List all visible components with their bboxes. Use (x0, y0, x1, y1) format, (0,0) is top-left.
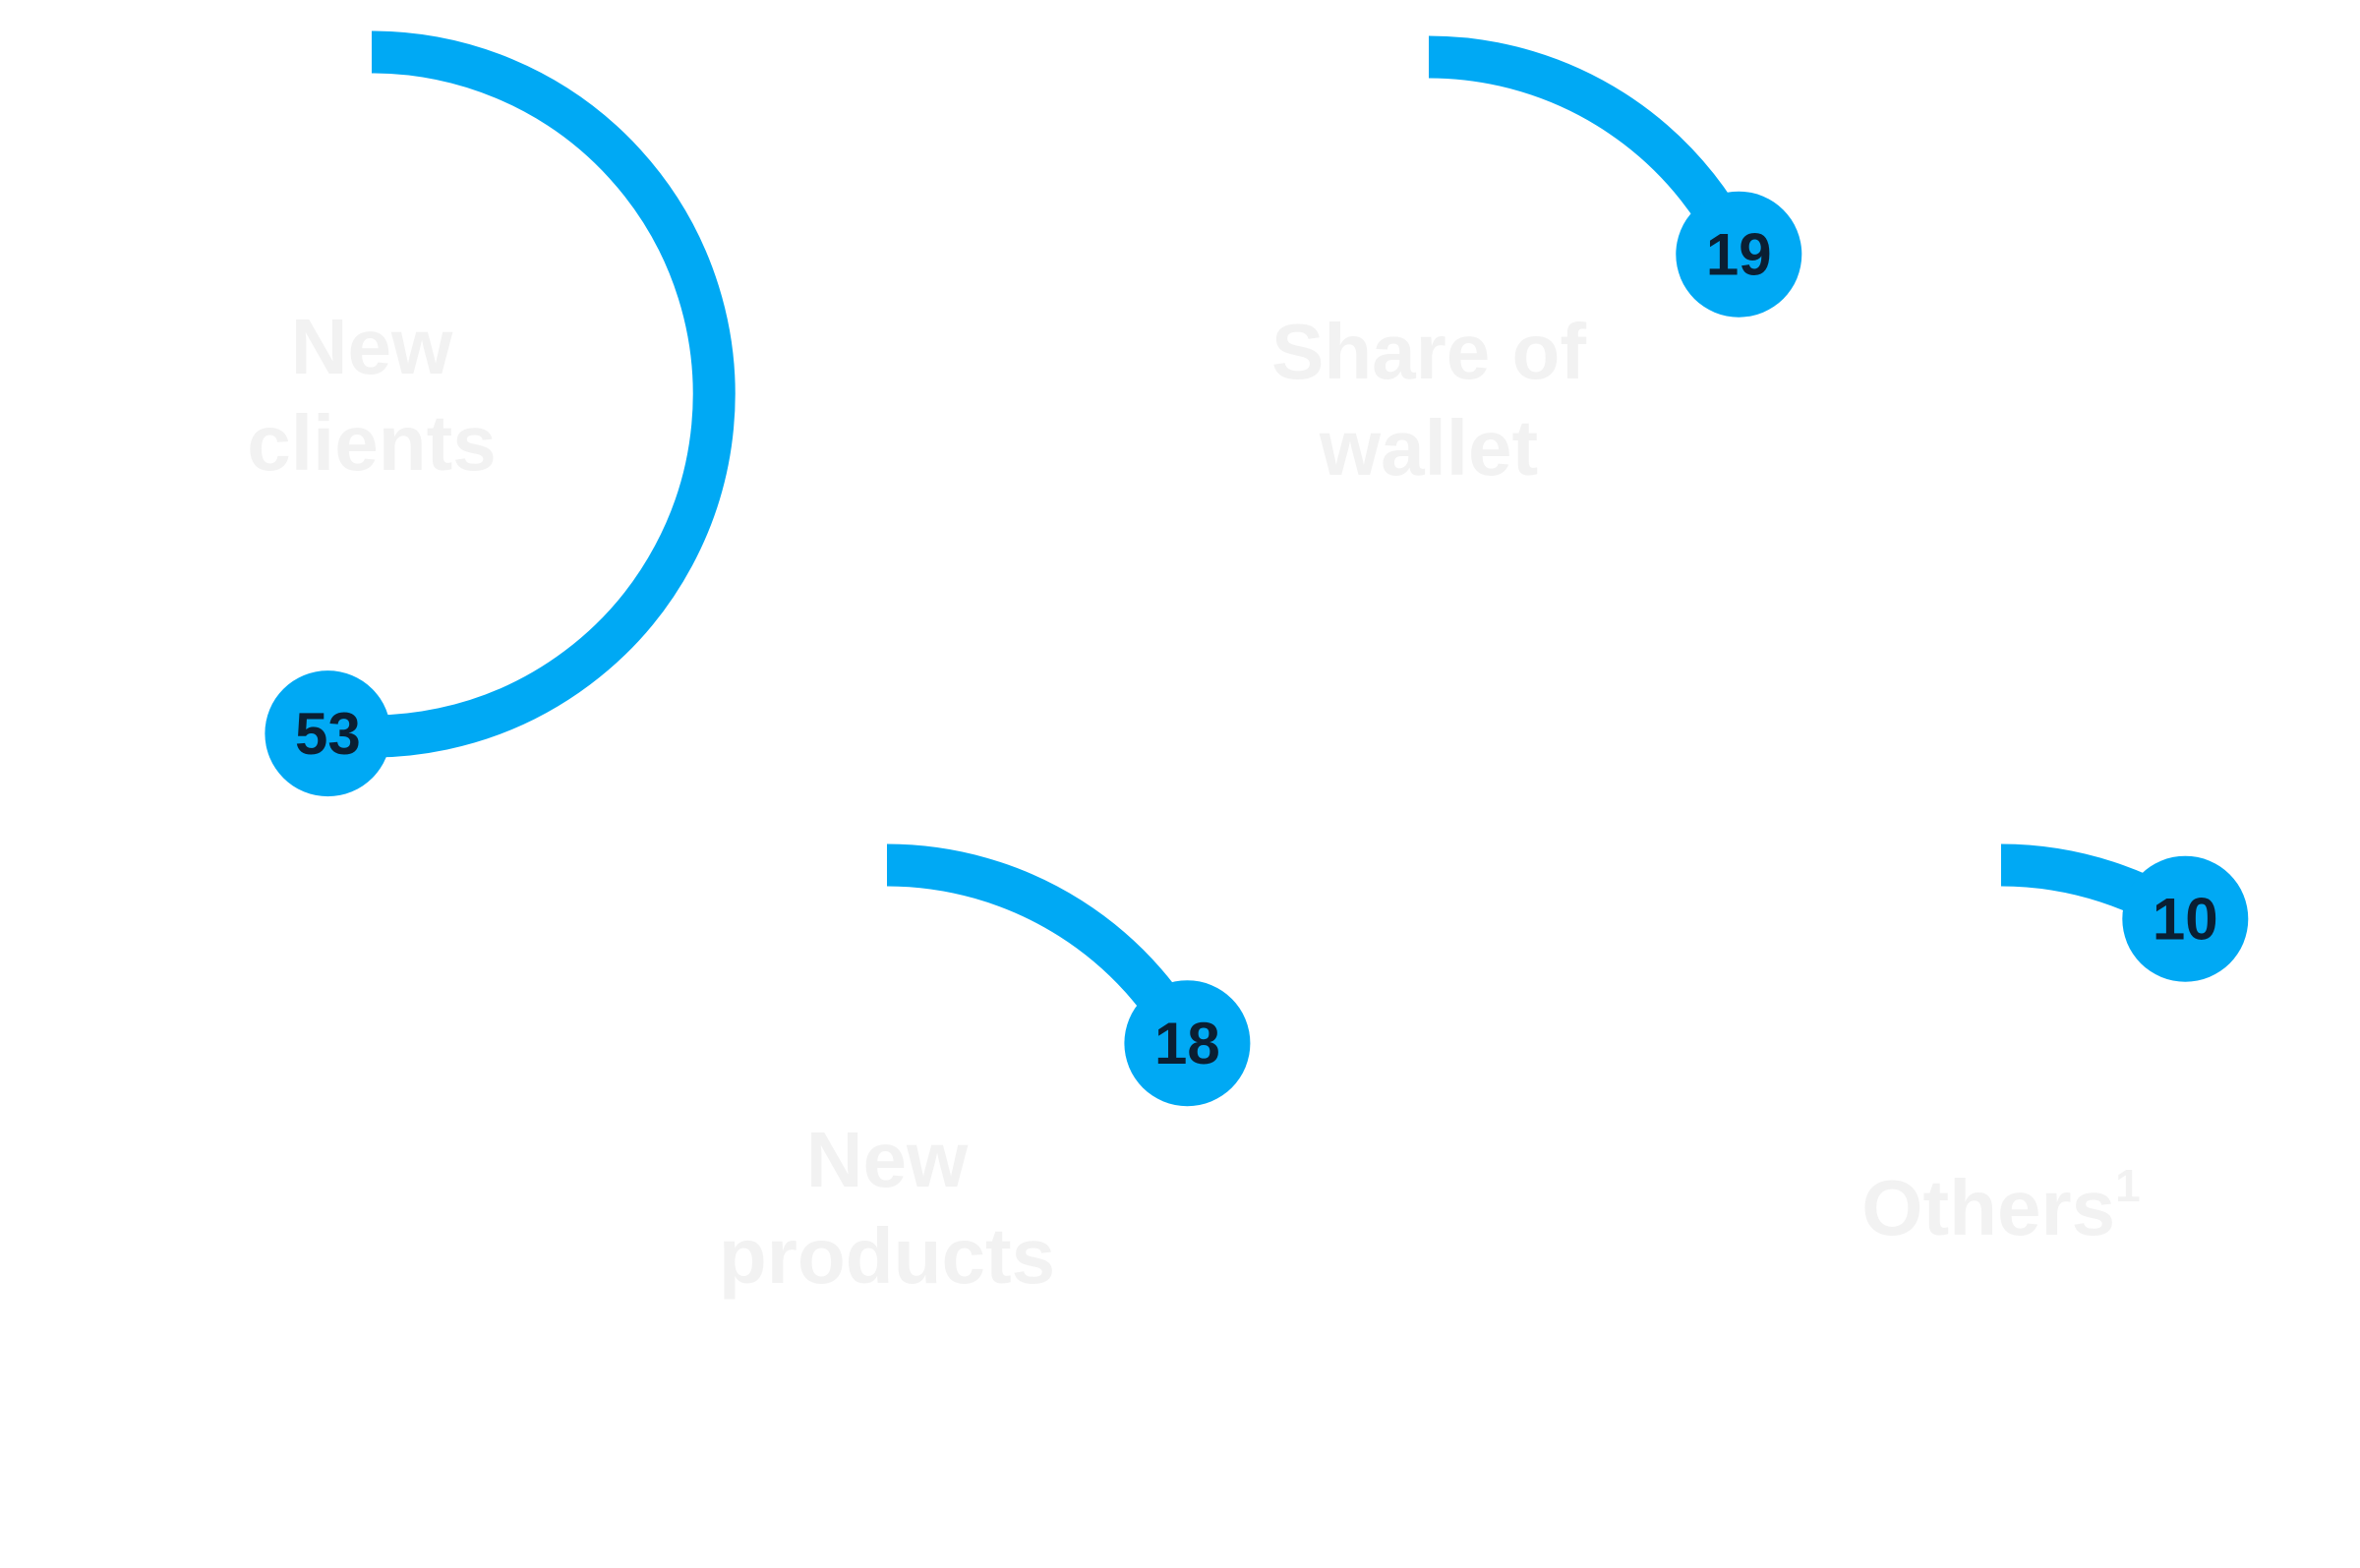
gauge-label: Others1 (1861, 1160, 2140, 1251)
gauge-label-line: New (291, 303, 453, 390)
value-marker (1676, 191, 1802, 318)
gauge-label-line: New (806, 1116, 969, 1203)
gauge-arc (303, 30, 736, 758)
gauge-label-line: products (719, 1212, 1055, 1300)
gauge-label: New clients (247, 303, 496, 487)
value-marker (265, 670, 391, 797)
gauge-0: New clients 53 (247, 30, 736, 797)
gauge-2: New products 18 (719, 843, 1251, 1300)
gauge-3: Others1 10 (1861, 843, 2249, 1251)
gauge-label-line: Share of (1271, 308, 1586, 395)
gauge-1: Share of wallet 19 (1271, 35, 1802, 492)
value-label: 10 (2153, 887, 2218, 953)
value-label: 18 (1154, 1011, 1220, 1076)
value-marker (2122, 855, 2249, 982)
value-label: 53 (295, 701, 361, 767)
gauge-label-line: Others (1861, 1164, 2115, 1251)
footnote-marker: 1 (2115, 1160, 2141, 1211)
value-marker (1124, 980, 1251, 1107)
gauge-label: Share of wallet (1271, 308, 1586, 492)
gauge-label: New products (719, 1116, 1055, 1300)
gauge-label-line: clients (247, 399, 496, 487)
value-label: 19 (1706, 222, 1772, 288)
gauge-label-line: wallet (1319, 404, 1538, 492)
